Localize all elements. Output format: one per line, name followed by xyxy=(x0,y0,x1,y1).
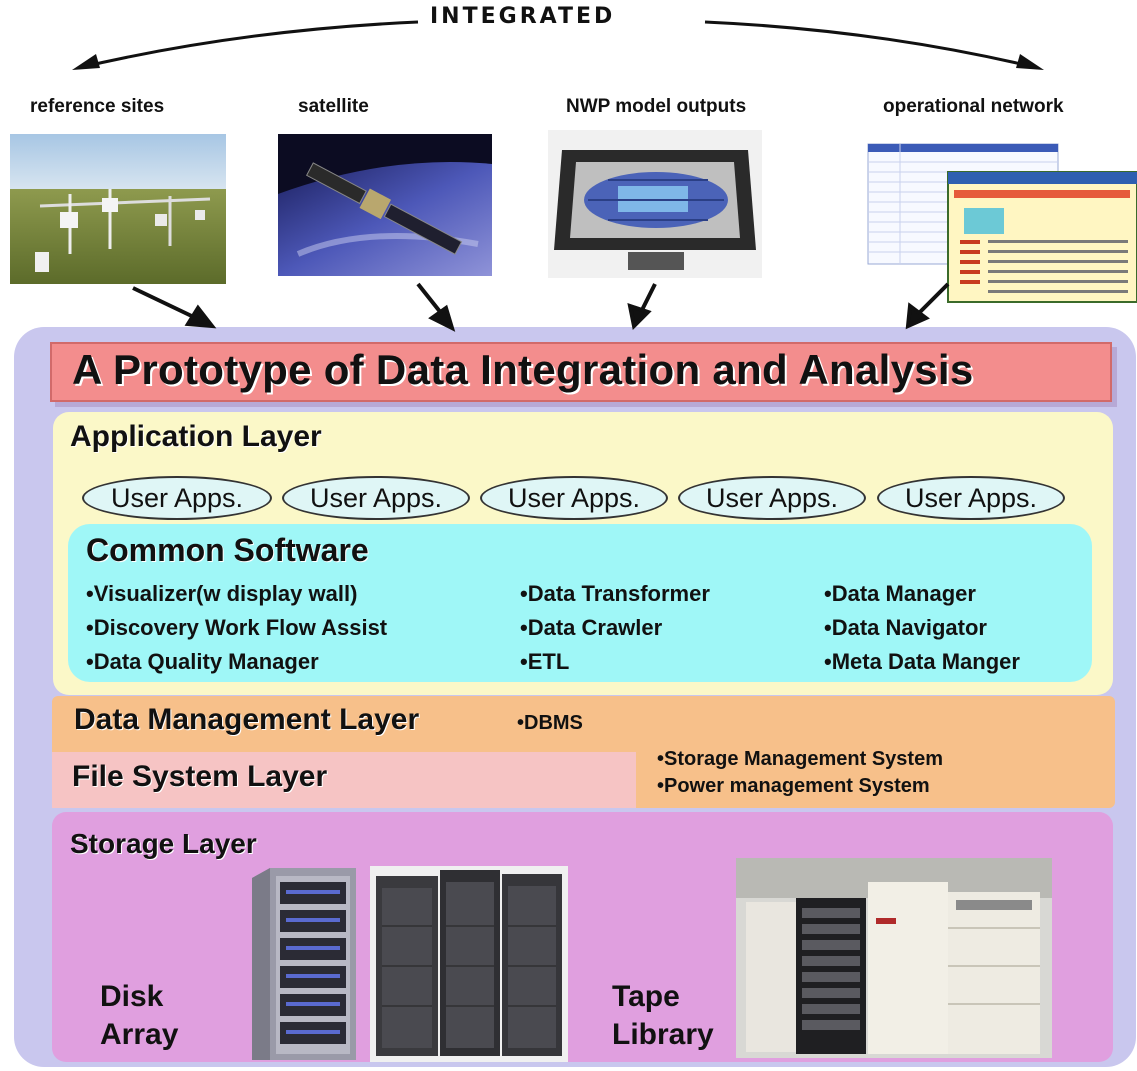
cs-data-crawler: •Data Crawler xyxy=(520,615,663,640)
tape-library-label-line2: Library xyxy=(612,1018,714,1051)
dbms-item: •DBMS xyxy=(517,712,583,734)
tape-library-label-line1: Tape xyxy=(612,980,680,1013)
cs-visualizer: •Visualizer(w display wall) xyxy=(86,581,358,606)
source-arrows xyxy=(132,282,950,332)
storage-management-item: •Storage Management System xyxy=(657,748,943,770)
user-apps-4: User Apps. xyxy=(678,476,866,520)
source-label-satellite: satellite xyxy=(298,96,369,117)
title-box: A Prototype of Data Integration and Anal… xyxy=(50,342,1112,402)
application-layer-title: Application Layer xyxy=(70,420,322,453)
cs-meta-data-manger: •Meta Data Manger xyxy=(824,649,1020,674)
common-software-box xyxy=(68,524,1092,682)
integrated-label: INTEGRATED xyxy=(430,4,616,29)
user-apps-5: User Apps. xyxy=(877,476,1065,520)
disk-array-label-line1: Disk xyxy=(100,980,164,1013)
disk-array-rack-photo xyxy=(252,868,356,1060)
user-apps-2: User Apps. xyxy=(282,476,470,520)
cs-data-navigator: •Data Navigator xyxy=(824,615,987,640)
power-management-item: •Power management System xyxy=(657,775,930,797)
user-apps-1: User Apps. xyxy=(82,476,272,520)
disk-array-label: Disk Array xyxy=(100,978,178,1054)
tape-library-photo xyxy=(736,858,1052,1058)
cs-discovery: •Discovery Work Flow Assist xyxy=(86,615,388,640)
cs-data-quality: •Data Quality Manager xyxy=(86,649,319,674)
satellite-photo xyxy=(278,134,492,276)
tape-library-label: Tape Library xyxy=(612,978,714,1054)
disk-array-cabinet-photo xyxy=(370,866,568,1062)
integrated-arrow xyxy=(72,20,1044,70)
source-label-nwp: NWP model outputs xyxy=(566,96,747,117)
common-software-title: Common Software xyxy=(86,532,369,568)
supercomputer-photo xyxy=(548,130,762,278)
file-system-layer xyxy=(52,752,636,808)
disk-array-label-line2: Array xyxy=(100,1018,179,1051)
file-system-layer-title: File System Layer xyxy=(72,760,328,793)
cs-data-manager: •Data Manager xyxy=(824,581,976,606)
main-title: A Prototype of Data Integration and Anal… xyxy=(72,346,974,393)
source-label-operational-network: operational network xyxy=(883,96,1064,117)
source-label-reference-sites: reference sites xyxy=(30,96,165,117)
storage-layer-title: Storage Layer xyxy=(70,828,257,859)
reference-sites-photo xyxy=(10,134,226,284)
cs-data-transformer: •Data Transformer xyxy=(520,581,710,606)
cs-etl: •ETL xyxy=(520,649,570,674)
data-management-layer-title: Data Management Layer xyxy=(74,703,420,736)
network-table-screenshot xyxy=(864,128,1137,304)
user-apps-3: User Apps. xyxy=(480,476,668,520)
